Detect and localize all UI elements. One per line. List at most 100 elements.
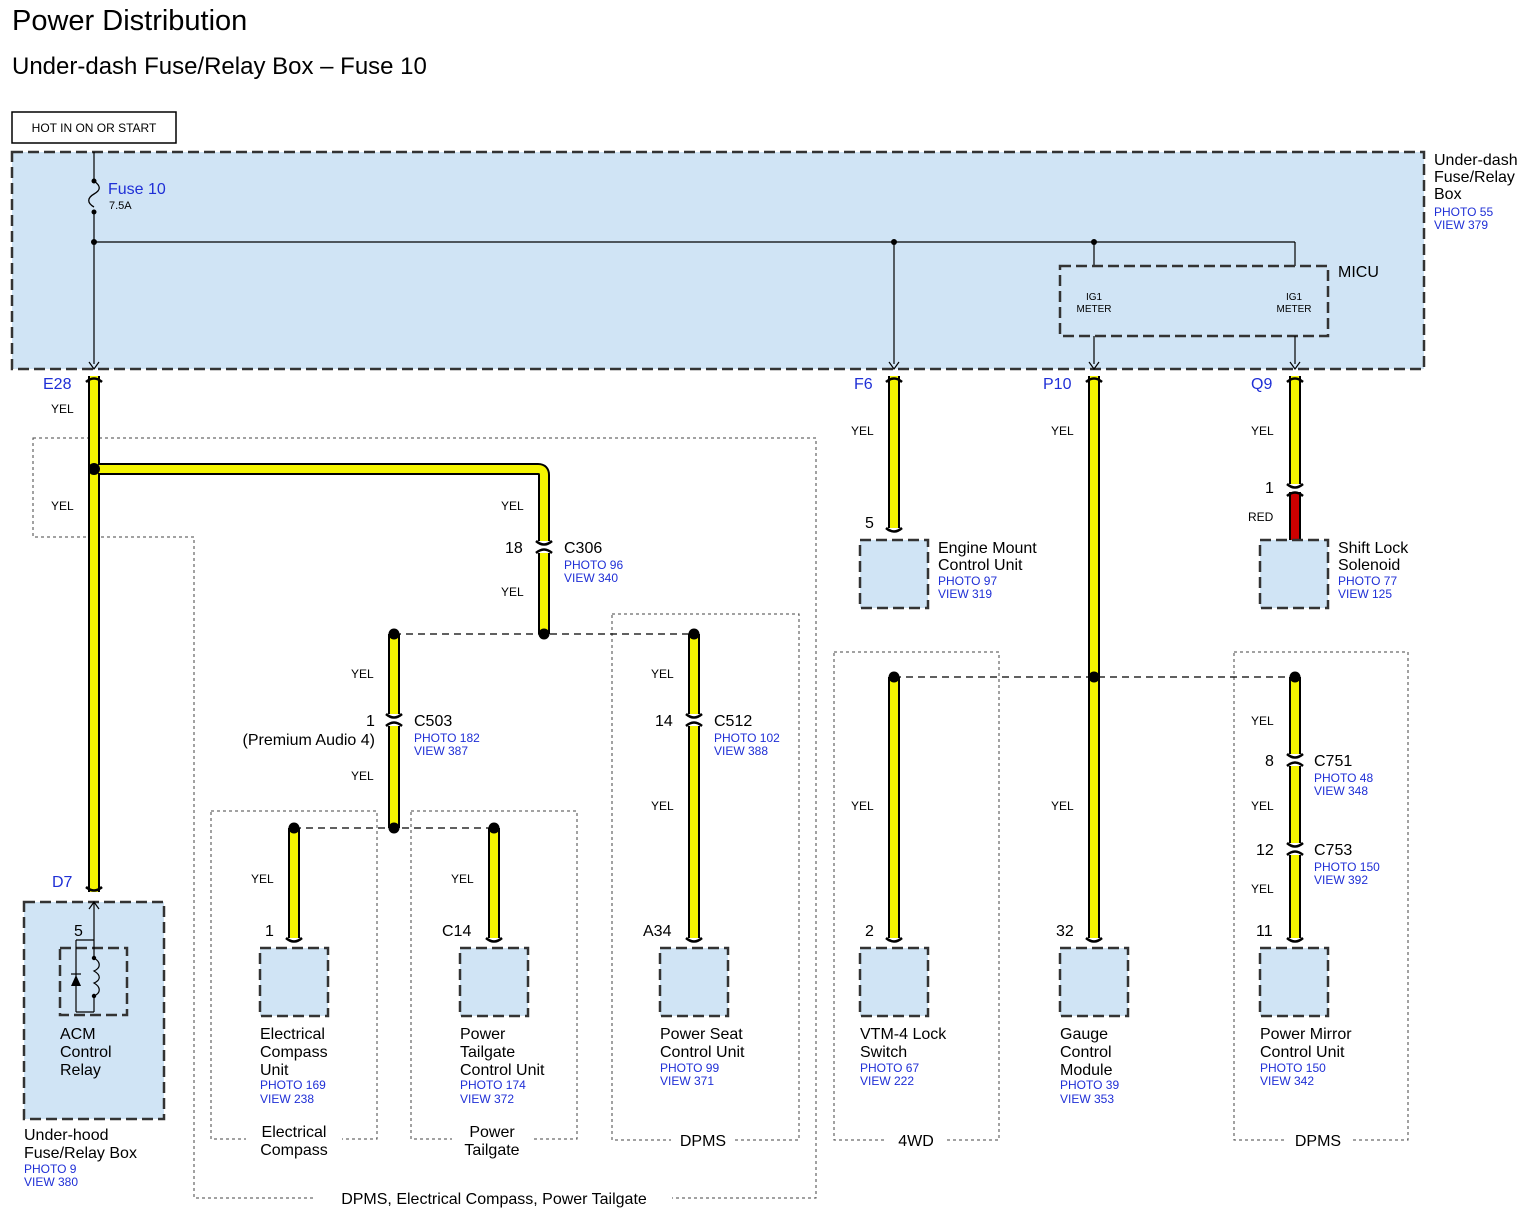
wire-label-c503-top: YEL <box>351 667 374 681</box>
tailgate-name-1: Power <box>460 1026 506 1043</box>
c306-name: C306 <box>564 540 602 557</box>
tailgate-name-2: Tailgate <box>460 1044 515 1061</box>
engine-mount-pin: 5 <box>865 515 874 532</box>
c512-name: C512 <box>714 713 752 730</box>
label-bg-compass <box>246 1124 342 1160</box>
underhood-name-2: Fuse/Relay Box <box>24 1145 137 1162</box>
compass-name-3: Unit <box>260 1062 289 1079</box>
wire-label-e28: YEL <box>51 402 74 416</box>
shift-lock-box <box>1258 538 1330 610</box>
gauge-pin: 32 <box>1056 923 1074 940</box>
engine-mount-photo: PHOTO 97 <box>938 574 997 588</box>
c751-name: C751 <box>1314 753 1352 770</box>
wire-label-f6: YEL <box>851 424 874 438</box>
relay-node-top <box>91 955 97 961</box>
red-wire <box>1291 492 1299 540</box>
micu-pin-left-2: METER <box>1077 304 1112 315</box>
option-box-combined <box>32 437 817 1199</box>
mirror-name-1: Power Mirror <box>1260 1026 1352 1043</box>
shift-lock-name-1: Shift Lock <box>1338 540 1409 557</box>
acm-name-1: ACM <box>60 1026 96 1043</box>
wire-label-shift-red: RED <box>1248 510 1274 524</box>
inline-connector-symbols <box>385 540 1304 856</box>
c306-view: VIEW 340 <box>564 571 618 585</box>
wire-label-compass: YEL <box>251 872 274 886</box>
label-bg-combined <box>316 1188 672 1208</box>
fuse-rating: 7.5A <box>109 200 132 212</box>
label-bg-dpms <box>671 1130 735 1150</box>
mirror-pin: 11 <box>1256 923 1273 940</box>
seat-box <box>658 946 730 1018</box>
label-bg-4wd <box>886 1130 946 1150</box>
micu-label: MICU <box>1338 264 1379 281</box>
vtm4-name-2: Switch <box>860 1044 907 1061</box>
option-tailgate-2: Tailgate <box>464 1142 519 1159</box>
underhood-photo: PHOTO 9 <box>24 1162 77 1176</box>
acm-name-3: Relay <box>60 1062 101 1079</box>
underhood-view: VIEW 380 <box>24 1175 78 1189</box>
c512-pin: 14 <box>655 713 673 730</box>
arrow-p10 <box>1088 361 1100 371</box>
seat-name-1: Power Seat <box>660 1026 743 1043</box>
mirror-box <box>1258 946 1330 1018</box>
terminal-e28: E28 <box>43 376 72 393</box>
gauge-photo: PHOTO 39 <box>1060 1078 1119 1092</box>
wire-label-q9: YEL <box>1251 424 1274 438</box>
tailgate-name-3: Control Unit <box>460 1062 545 1079</box>
c503-view: VIEW 387 <box>414 744 468 758</box>
tailgate-pin: C14 <box>442 923 471 940</box>
option-compass-1: Electrical <box>262 1124 327 1141</box>
c753-pin: 12 <box>1256 842 1274 859</box>
engine-mount-name-2: Control Unit <box>938 557 1023 574</box>
c751-pin: 8 <box>1265 753 1274 770</box>
gauge-name-3: Module <box>1060 1062 1113 1079</box>
compass-photo: PHOTO 169 <box>260 1078 326 1092</box>
seat-pin: A34 <box>643 923 672 940</box>
wire-label-c751-bottom: YEL <box>1251 799 1274 813</box>
underdash-fuse-box <box>10 150 1426 371</box>
underdash-box-view: VIEW 379 <box>1434 218 1488 232</box>
relay-diode-icon <box>71 975 81 986</box>
wire-label-vtm4: YEL <box>851 799 874 813</box>
mirror-view: VIEW 342 <box>1260 1074 1314 1088</box>
c503-note: (Premium Audio 4) <box>243 732 376 749</box>
option-compass-2: Compass <box>260 1142 328 1159</box>
label-bg-tailgate <box>452 1124 532 1160</box>
option-dpms: DPMS <box>680 1133 726 1150</box>
micu-pin-left-1: IG1 <box>1086 292 1103 303</box>
seat-view: VIEW 371 <box>660 1074 714 1088</box>
vtm4-pin: 2 <box>865 923 874 940</box>
gauge-view: VIEW 353 <box>1060 1092 1114 1106</box>
arrow-f6 <box>888 361 900 371</box>
underdash-box-name-1: Under-dash <box>1434 152 1518 169</box>
acm-pin: 5 <box>74 923 83 940</box>
compass-box <box>258 946 330 1018</box>
underdash-box-name-2: Fuse/Relay <box>1434 169 1515 186</box>
wire-label-e28-lower: YEL <box>51 499 74 513</box>
compass-pin: 1 <box>265 923 274 940</box>
underdash-box-name-3: Box <box>1434 186 1462 203</box>
compass-name-1: Electrical <box>260 1026 325 1043</box>
pill-caps <box>85 377 1304 943</box>
c753-view: VIEW 392 <box>1314 873 1368 887</box>
mirror-photo: PHOTO 150 <box>1260 1061 1326 1075</box>
shift-lock-view: VIEW 125 <box>1338 587 1392 601</box>
c512-view: VIEW 388 <box>714 744 768 758</box>
wire-label-p10: YEL <box>1051 424 1074 438</box>
terminal-d7: D7 <box>52 874 73 891</box>
tailgate-box <box>458 946 530 1018</box>
wire-label-c306-bottom: YEL <box>501 585 524 599</box>
option-dpms-right: DPMS <box>1295 1133 1341 1150</box>
seat-photo: PHOTO 99 <box>660 1061 719 1075</box>
compass-name-2: Compass <box>260 1044 328 1061</box>
fuse-symbol <box>88 180 100 208</box>
terminal-f6: F6 <box>854 376 873 393</box>
terminal-p10: P10 <box>1043 376 1072 393</box>
engine-mount-view: VIEW 319 <box>938 587 992 601</box>
wire-label-gauge: YEL <box>1051 799 1074 813</box>
c753-photo: PHOTO 150 <box>1314 860 1380 874</box>
arrow-q9 <box>1289 361 1301 371</box>
bus-splice-left <box>91 239 97 245</box>
c503-name: C503 <box>414 713 452 730</box>
wire-label-c503-bottom: YEL <box>351 769 374 783</box>
